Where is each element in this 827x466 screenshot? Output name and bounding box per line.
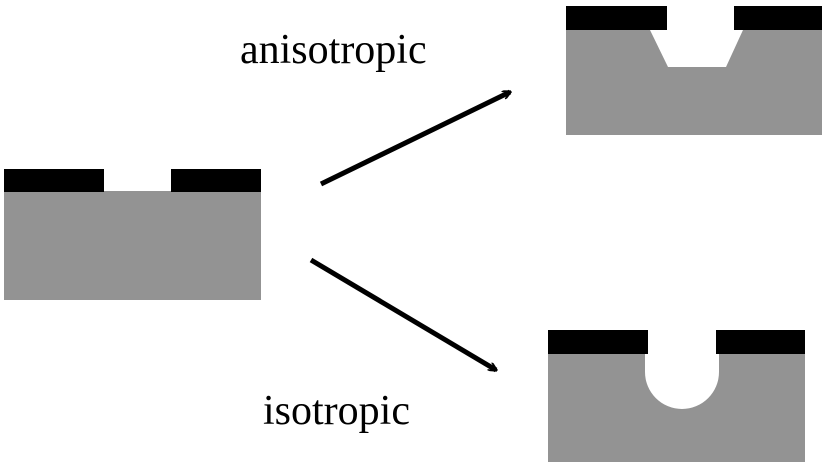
isotropic-substrate xyxy=(548,354,805,462)
isotropic-arrow xyxy=(309,257,496,373)
anisotropic-mask-right xyxy=(734,6,822,30)
anisotropic-substrate xyxy=(566,30,822,135)
anisotropic-arrow xyxy=(319,89,510,187)
initial-substrate xyxy=(4,191,261,300)
initial-mask-left xyxy=(4,169,104,192)
initial-wafer xyxy=(4,169,261,300)
isotropic-mask-right xyxy=(716,330,805,354)
anisotropic-label: anisotropic xyxy=(240,27,427,73)
anisotropic-wafer xyxy=(566,6,822,135)
initial-mask-right xyxy=(171,169,261,192)
isotropic-wafer xyxy=(548,330,805,462)
isotropic-mask-left xyxy=(548,330,648,354)
anisotropic-mask-left xyxy=(566,6,667,30)
isotropic-label: isotropic xyxy=(263,388,410,434)
